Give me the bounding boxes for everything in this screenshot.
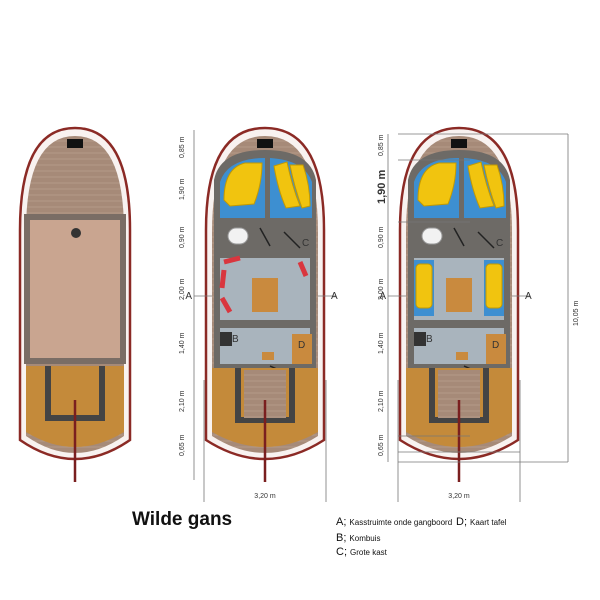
toilet — [421, 227, 443, 245]
legend-key: D; — [456, 516, 467, 528]
zone-label-b: B — [232, 334, 239, 345]
zone-label-a: A — [331, 291, 338, 302]
dim-width: 3,20 m — [448, 493, 470, 500]
zone-label-a: A — [379, 291, 386, 302]
legend-text: Kaart tafel — [470, 518, 507, 527]
saloon-seat — [219, 255, 309, 314]
saloon-table — [252, 278, 278, 312]
dim-065: 0,65 m — [378, 434, 385, 456]
zone-label-b: B — [426, 334, 433, 345]
zone-label-c: C — [496, 238, 503, 249]
saloon-table — [446, 278, 472, 312]
dim-065: 0,65 m — [179, 434, 186, 456]
zone-label-c: C — [302, 238, 309, 249]
legend-key: A; — [336, 516, 347, 528]
zone-label-a: A — [185, 291, 192, 302]
dim-140: 1,40 m — [179, 332, 186, 354]
boat-interior-variant — [398, 126, 520, 482]
legend-item-a: A;Kasstruimte onde gangboord — [336, 516, 452, 528]
zone-label-d: D — [298, 340, 305, 351]
legend-text: Kombuis — [349, 534, 381, 543]
legend-key: C; — [336, 546, 347, 558]
dim-width: 3,20 m — [254, 493, 276, 500]
mattress — [485, 263, 503, 309]
dim-090: 0,90 m — [378, 226, 385, 248]
stove — [220, 332, 232, 346]
legend-item-c: C;Grote kast — [336, 546, 387, 558]
dim-210: 2,10 m — [179, 390, 186, 412]
stove — [414, 332, 426, 346]
legend-item-d: D;Kaart tafel — [456, 516, 506, 528]
roof-hatch — [30, 220, 120, 358]
boat-deck-view — [18, 126, 132, 482]
bow-hatch — [67, 139, 83, 148]
legend-item-b: B;Kombuis — [336, 532, 381, 544]
dim-200: 2,00 m — [378, 278, 385, 300]
legend-text: Grote kast — [350, 548, 387, 557]
dimension-lines — [193, 130, 569, 502]
zone-label-a: A — [525, 291, 532, 302]
mattress — [417, 162, 457, 207]
zone-label-d: D — [492, 340, 499, 351]
boat-name: Wilde gans — [132, 509, 233, 530]
legend-text: Kasstruimte onde gangboord — [349, 518, 453, 527]
mattress — [467, 161, 495, 209]
mattress — [483, 164, 505, 209]
boat-interior-view — [204, 126, 326, 482]
dim-085: 0,85 m — [179, 136, 186, 158]
toilet — [227, 227, 249, 245]
dim-190: 1,90 m — [179, 178, 186, 200]
legend-key: B; — [336, 532, 347, 544]
chart-table — [486, 334, 506, 364]
mattress — [289, 164, 311, 209]
mattress — [273, 161, 301, 209]
dim-200: 2,00 m — [179, 278, 186, 300]
bow-hatch — [451, 139, 467, 148]
chart-table — [292, 334, 312, 364]
dim-085: 0,85 m — [378, 134, 385, 156]
roof-vent — [71, 228, 81, 238]
dim-140: 1,40 m — [378, 332, 385, 354]
mattress — [415, 263, 433, 309]
dim-210: 2,10 m — [378, 390, 385, 412]
dim-190-bold: 1,90 m — [376, 170, 388, 204]
bow-hatch — [257, 139, 273, 148]
dim-length: 10,05 m — [573, 301, 580, 326]
mattress — [223, 162, 263, 207]
dim-090: 0,90 m — [179, 226, 186, 248]
